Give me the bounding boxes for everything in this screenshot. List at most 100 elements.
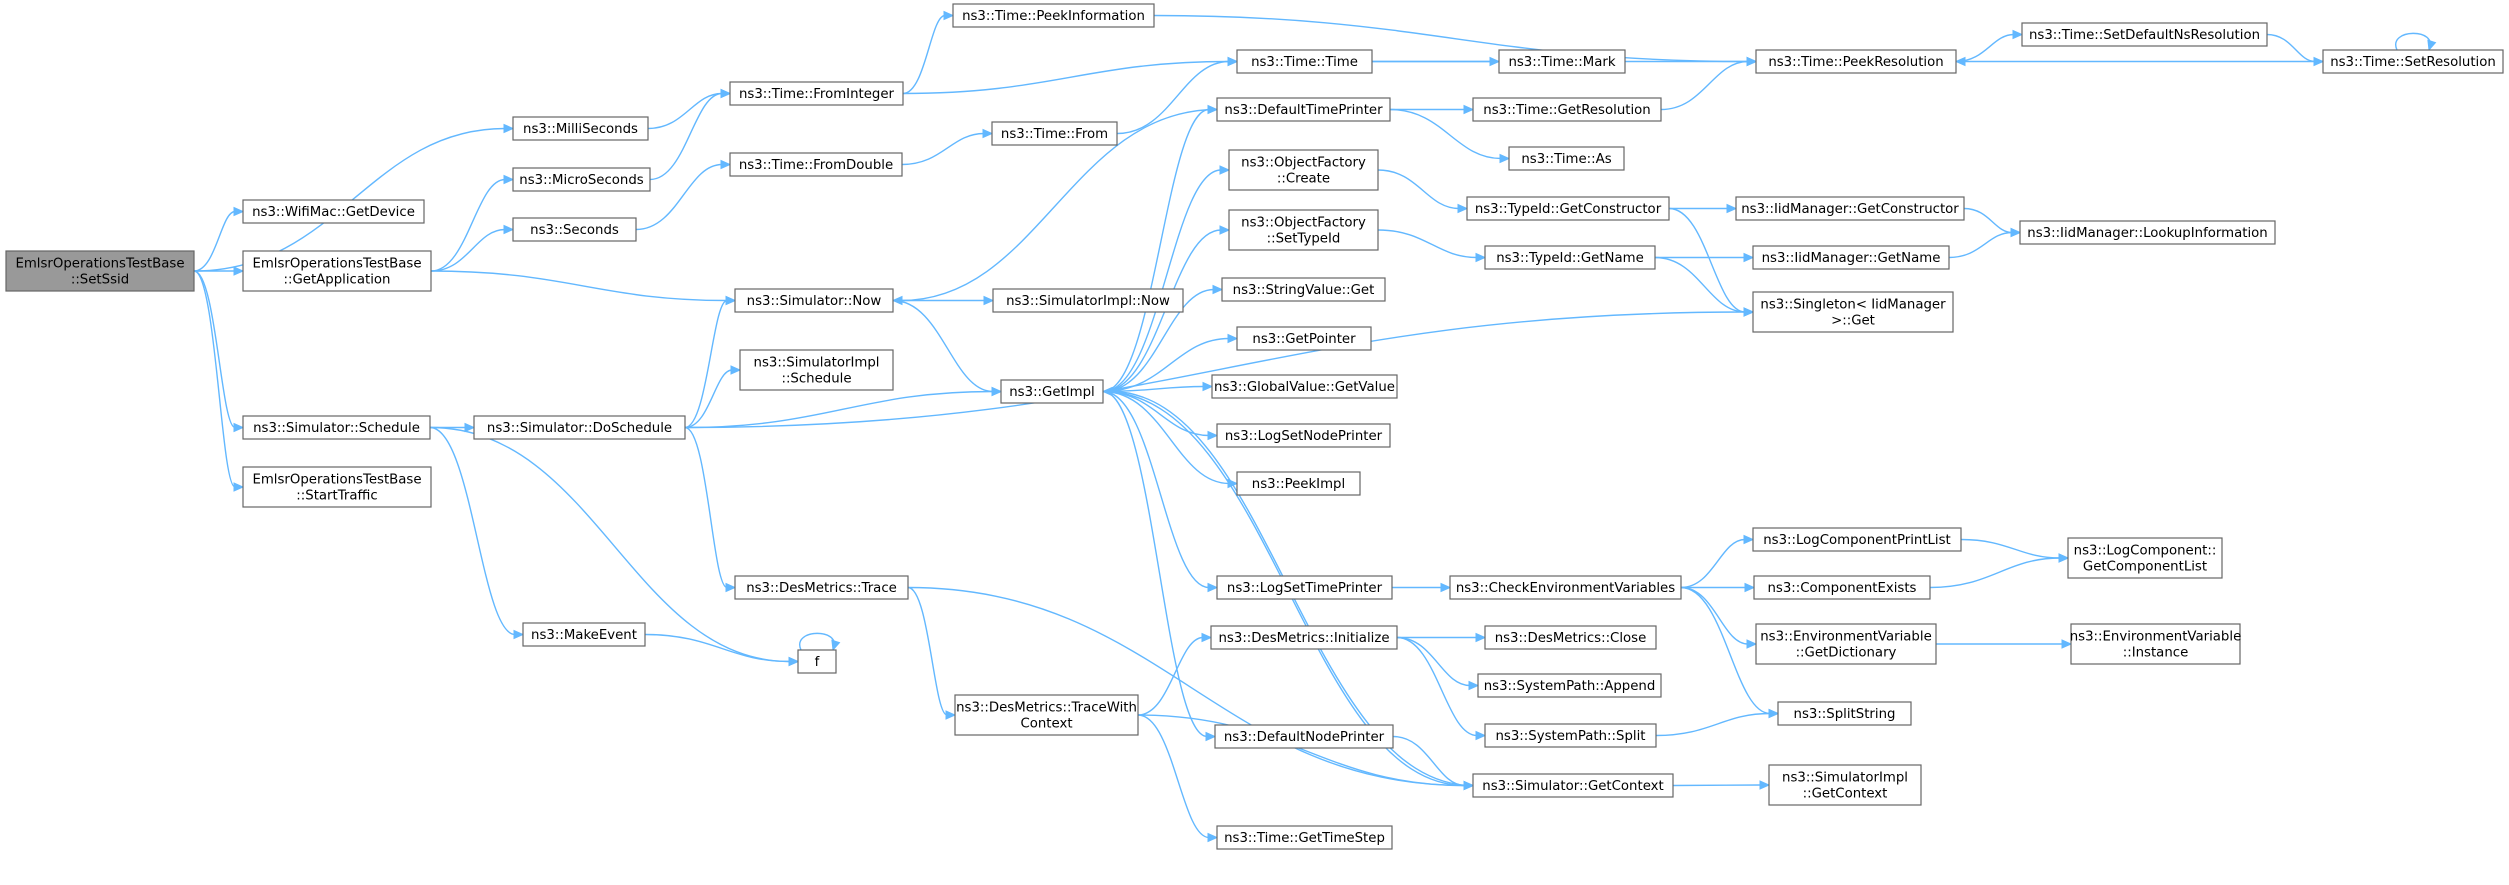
node-box: [1755, 623, 1937, 665]
node-label: ns3::Time::GetResolution: [1483, 103, 1650, 118]
node-destrace[interactable]: ns3::DesMetrics::Trace: [734, 575, 909, 600]
edge-line: [1102, 390, 1210, 589]
node-envinstance[interactable]: ns3::EnvironmentVariable::Instance: [2070, 623, 2242, 665]
node-setdefaultnsres[interactable]: ns3::Time::SetDefaultNsResolution: [2021, 22, 2268, 47]
node-f[interactable]: f: [797, 649, 837, 674]
node-simimplnow[interactable]: ns3::SimulatorImpl::Now: [992, 288, 1184, 313]
edge-arrowhead: [1212, 284, 1224, 295]
edge-arrowhead: [720, 88, 732, 99]
node-box: [729, 152, 903, 177]
node-seconds[interactable]: ns3::Seconds: [512, 217, 637, 242]
node-box: [1449, 575, 1682, 600]
node-strvalueget[interactable]: ns3::StringValue::Get: [1221, 277, 1386, 302]
edge-arrowhead: [513, 629, 525, 640]
node-box: [512, 116, 649, 141]
node-globalvalueget[interactable]: ns3::GlobalValue::GetValue: [1211, 374, 1398, 399]
node-box: [1236, 471, 1361, 496]
node-syssplit[interactable]: ns3::SystemPath::Split: [1484, 723, 1657, 748]
edge-checkenv-to-envgetdict: [1680, 586, 1758, 649]
node-simimplsched[interactable]: ns3::SimulatorImpl::Schedule: [739, 349, 894, 391]
node-starttraffic[interactable]: EmlsrOperationsTestBase::StartTraffic: [242, 466, 432, 508]
edge-doschedule-to-destrace: [684, 426, 737, 593]
node-timetime[interactable]: ns3::Time::Time: [1236, 49, 1373, 74]
node-singletonget[interactable]: ns3::Singleton< IidManager>::Get: [1752, 291, 1954, 333]
node-getpointer[interactable]: ns3::GetPointer: [1236, 326, 1372, 351]
node-box: [512, 217, 637, 242]
node-label: ns3::SimulatorImpl: [754, 356, 880, 371]
node-schedule[interactable]: ns3::Simulator::Schedule: [242, 415, 431, 440]
node-label: ns3::DesMetrics::Trace: [746, 581, 897, 596]
node-label: ns3::Simulator::GetContext: [1482, 779, 1663, 794]
node-desclose[interactable]: ns3::DesMetrics::Close: [1484, 625, 1657, 650]
node-makeevent[interactable]: ns3::MakeEvent: [522, 622, 646, 647]
node-logcompprintlist[interactable]: ns3::LogComponentPrintList: [1752, 527, 1962, 552]
node-getdevice[interactable]: ns3::WifiMac::GetDevice: [242, 199, 425, 224]
node-typeidgetname[interactable]: ns3::TypeId::GetName: [1484, 245, 1656, 270]
edge-arrowhead: [1207, 832, 1219, 843]
node-doschedule[interactable]: ns3::Simulator::DoSchedule: [473, 415, 686, 440]
edge-destrace-to-tracewithctx: [907, 586, 957, 720]
node-timeas[interactable]: ns3::Time::As: [1508, 146, 1625, 171]
node-gettimestep[interactable]: ns3::Time::GetTimeStep: [1216, 825, 1393, 850]
node-deftimeprinter[interactable]: ns3::DefaultTimePrinter: [1216, 97, 1391, 122]
root-node-root[interactable]: EmlsrOperationsTestBase::SetSsid: [5, 250, 195, 292]
node-setresolution[interactable]: ns3::Time::SetResolution: [2322, 49, 2504, 74]
edge-compexists-to-logcompgetlist: [1929, 553, 2070, 589]
node-envgetdict[interactable]: ns3::EnvironmentVariable::GetDictionary: [1755, 623, 1937, 665]
node-getimpl[interactable]: ns3::GetImpl: [1000, 379, 1104, 404]
edge-envgetdict-to-envinstance: [1936, 639, 2073, 649]
node-millis[interactable]: ns3::MilliSeconds: [512, 116, 649, 141]
node-desinit[interactable]: ns3::DesMetrics::Initialize: [1210, 625, 1398, 650]
node-iidgetctor[interactable]: ns3::IidManager::GetConstructor: [1735, 196, 1965, 221]
node-getapp[interactable]: EmlsrOperationsTestBase::GetApplication: [242, 250, 432, 292]
node-logcompgetlist[interactable]: ns3::LogComponent::GetComponentList: [2067, 537, 2223, 579]
node-box: [991, 121, 1118, 146]
node-ofcreate[interactable]: ns3::ObjectFactory::Create: [1228, 149, 1379, 191]
node-label: ns3::DesMetrics::Close: [1495, 631, 1647, 646]
node-iidgetname[interactable]: ns3::IidManager::GetName: [1752, 245, 1950, 270]
node-defnodeprinter[interactable]: ns3::DefaultNodePrinter: [1214, 724, 1394, 749]
node-simgetctx[interactable]: ns3::Simulator::GetContext: [1472, 773, 1674, 798]
node-compexists[interactable]: ns3::ComponentExists: [1753, 575, 1931, 600]
node-peekimpl[interactable]: ns3::PeekImpl: [1236, 471, 1361, 496]
node-box: [1508, 146, 1625, 171]
node-timemark[interactable]: ns3::Time::Mark: [1498, 49, 1626, 74]
node-timefrom[interactable]: ns3::Time::From: [991, 121, 1118, 146]
edge-arrowhead: [1743, 307, 1755, 317]
node-box: [1768, 764, 1922, 806]
node-iidlookupinfo[interactable]: ns3::IidManager::LookupInformation: [2019, 220, 2276, 245]
edges-layer: [193, 10, 2437, 843]
node-fromdouble[interactable]: ns3::Time::FromDouble: [729, 152, 903, 177]
node-box: [1228, 149, 1379, 191]
node-label: ns3::Time::Time: [1251, 55, 1358, 70]
node-label: ns3::DefaultTimePrinter: [1224, 103, 1383, 118]
node-checkenv[interactable]: ns3::CheckEnvironmentVariables: [1449, 575, 1682, 600]
node-simnow[interactable]: ns3::Simulator::Now: [734, 288, 894, 313]
node-micros[interactable]: ns3::MicroSeconds: [512, 167, 651, 192]
edge-schedule-to-makeevent: [429, 426, 525, 640]
node-box: [1216, 825, 1393, 850]
node-peekresolution[interactable]: ns3::Time::PeekResolution: [1755, 49, 1957, 74]
edge-line: [2395, 32, 2431, 51]
node-logsetnodeprinter[interactable]: ns3::LogSetNodePrinter: [1216, 423, 1391, 448]
edge-line: [907, 586, 1466, 787]
node-label: ::GetContext: [1803, 787, 1888, 802]
node-simimplgetctx[interactable]: ns3::SimulatorImpl::GetContext: [1768, 764, 1922, 806]
node-ofsettypeid[interactable]: ns3::ObjectFactory::SetTypeId: [1228, 209, 1379, 251]
node-splitstring[interactable]: ns3::SplitString: [1777, 701, 1912, 726]
edge-line: [1377, 229, 1478, 259]
node-label: ns3::DesMetrics::TraceWith: [956, 701, 1137, 716]
node-box: [2019, 220, 2276, 245]
edge-millis-to-fromint: [647, 88, 732, 130]
edge-setresolution-to-setresolution: [2395, 32, 2437, 52]
node-fromint[interactable]: ns3::Time::FromInteger: [729, 81, 904, 106]
node-box: [1484, 625, 1657, 650]
edge-arrowhead: [1227, 333, 1239, 344]
node-typeidgetctor[interactable]: ns3::TypeId::GetConstructor: [1466, 196, 1670, 221]
node-logsettimeprinter[interactable]: ns3::LogSetTimePrinter: [1216, 575, 1393, 600]
node-getresolution[interactable]: ns3::Time::GetResolution: [1472, 97, 1662, 122]
node-peekinfo[interactable]: ns3::Time::PeekInformation: [952, 3, 1155, 28]
node-sysappend[interactable]: ns3::SystemPath::Append: [1477, 673, 1662, 698]
